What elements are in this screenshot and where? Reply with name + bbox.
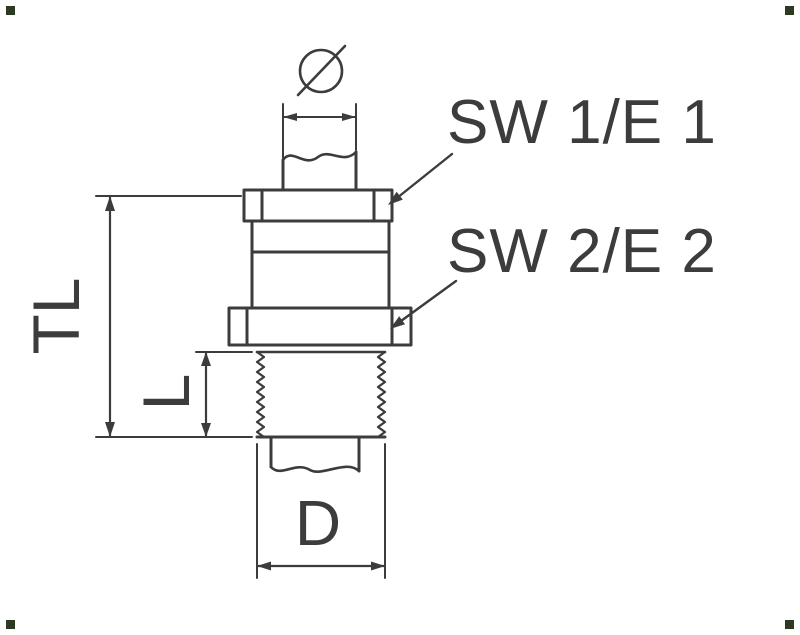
dia-arrow-right: [342, 113, 356, 121]
thread-left-edge: [255, 350, 266, 439]
corner-mark-group: [6, 6, 794, 629]
arrowhead-group: [105, 113, 405, 571]
top-tube-break-line: [281, 150, 358, 162]
tl-label: TL: [19, 277, 93, 354]
l-arrow-top: [201, 352, 211, 366]
bottom-tube-break-line: [269, 465, 361, 473]
sw1-leader-line: [395, 152, 454, 200]
sw1-leader-arrowhead: [388, 191, 403, 205]
sw2-label: SW 2/E 2: [447, 217, 717, 286]
l-label: L: [129, 374, 203, 411]
corner-mark-top-right: [785, 6, 794, 15]
tl-arrow-top: [105, 196, 115, 211]
sw2-leader-line: [399, 279, 458, 323]
diameter-symbol-icon: [298, 48, 344, 94]
label-group: SW 1/E 1 SW 2/E 2 TL L D: [19, 88, 717, 559]
upper-hex-outline: [242, 188, 394, 223]
l-arrow-bottom: [201, 423, 211, 437]
sw1-label: SW 1/E 1: [447, 88, 717, 157]
corner-mark-bottom-right: [785, 620, 794, 629]
lower-hex-outline: [227, 306, 413, 347]
outline-group: [95, 44, 458, 579]
corner-mark-top-left: [6, 6, 15, 15]
sw2-leader-arrowhead: [390, 316, 405, 329]
diameter-symbol-slash: [296, 44, 347, 97]
corner-mark-bottom-left: [6, 620, 15, 629]
d-label: D: [295, 487, 341, 559]
thread-right-edge: [376, 350, 387, 439]
d-arrow-right: [371, 561, 385, 571]
dia-arrow-left: [283, 113, 297, 121]
tl-arrow-bottom: [105, 422, 115, 437]
d-arrow-left: [257, 561, 271, 571]
